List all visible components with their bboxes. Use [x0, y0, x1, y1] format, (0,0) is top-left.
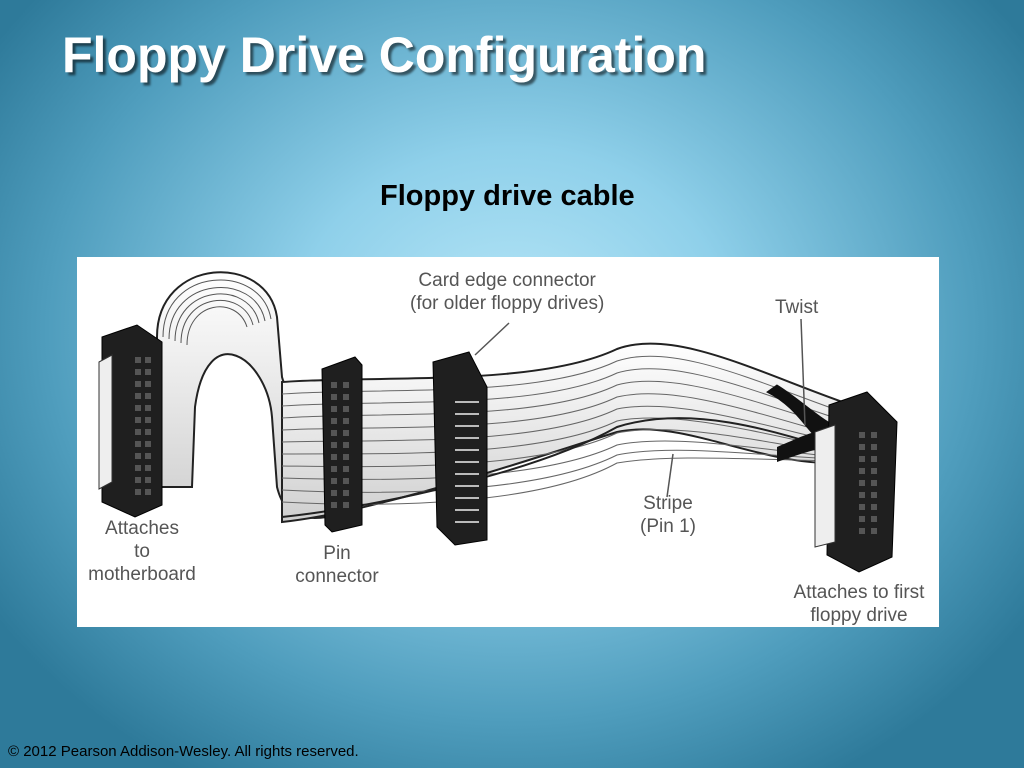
stripe-label-line1: Stripe: [643, 493, 693, 514]
first-drive-label: Attaches to first floppy drive: [780, 581, 938, 627]
card-edge-leader-line: [474, 322, 510, 356]
ribbon-main: [281, 342, 859, 524]
stripe-label: Stripe (Pin 1): [640, 492, 696, 538]
stripe-label-line2: (Pin 1): [640, 516, 696, 537]
motherboard-label-line2: to: [134, 541, 150, 562]
floppy-cable-figure: Card edge connector (for older floppy dr…: [77, 257, 939, 627]
stripe-pin1-line: [281, 417, 856, 518]
card-edge-connector-label: Card edge connector (for older floppy dr…: [410, 269, 604, 315]
first-drive-label-line1: Attaches to first: [793, 582, 925, 603]
floppy-drive-connector: [814, 391, 898, 573]
twist-leader-line: [800, 318, 806, 426]
ribbon-loop-wires: [162, 279, 272, 346]
motherboard-label-line1: Attaches: [105, 518, 179, 539]
twist-label: Twist: [775, 297, 819, 318]
first-drive-label-line2: floppy drive: [810, 605, 908, 626]
copyright-footer: © 2012 Pearson Addison-Wesley. All right…: [8, 743, 359, 760]
motherboard-label: Attaches to motherboard: [77, 517, 207, 586]
motherboard-connector: [98, 324, 163, 518]
stripe-leader-line: [666, 453, 674, 498]
diagram-caption: Floppy drive cable: [380, 180, 635, 212]
card-edge-connector: [432, 351, 488, 546]
floppy-cable-illustration: [98, 271, 898, 573]
pin-connector-label-line2: connector: [295, 566, 379, 587]
ribbon-main-wires: [281, 355, 858, 505]
pin-connector-label-line1: Pin: [323, 543, 351, 564]
pin-connector-label: Pin connector: [282, 542, 392, 588]
slide-title: Floppy Drive Configuration: [62, 27, 707, 83]
card-edge-label-line1: Card edge connector: [418, 270, 596, 291]
motherboard-label-line3: motherboard: [88, 564, 196, 585]
pin-connector: [321, 356, 363, 533]
card-edge-label-line2: (for older floppy drives): [410, 293, 605, 314]
